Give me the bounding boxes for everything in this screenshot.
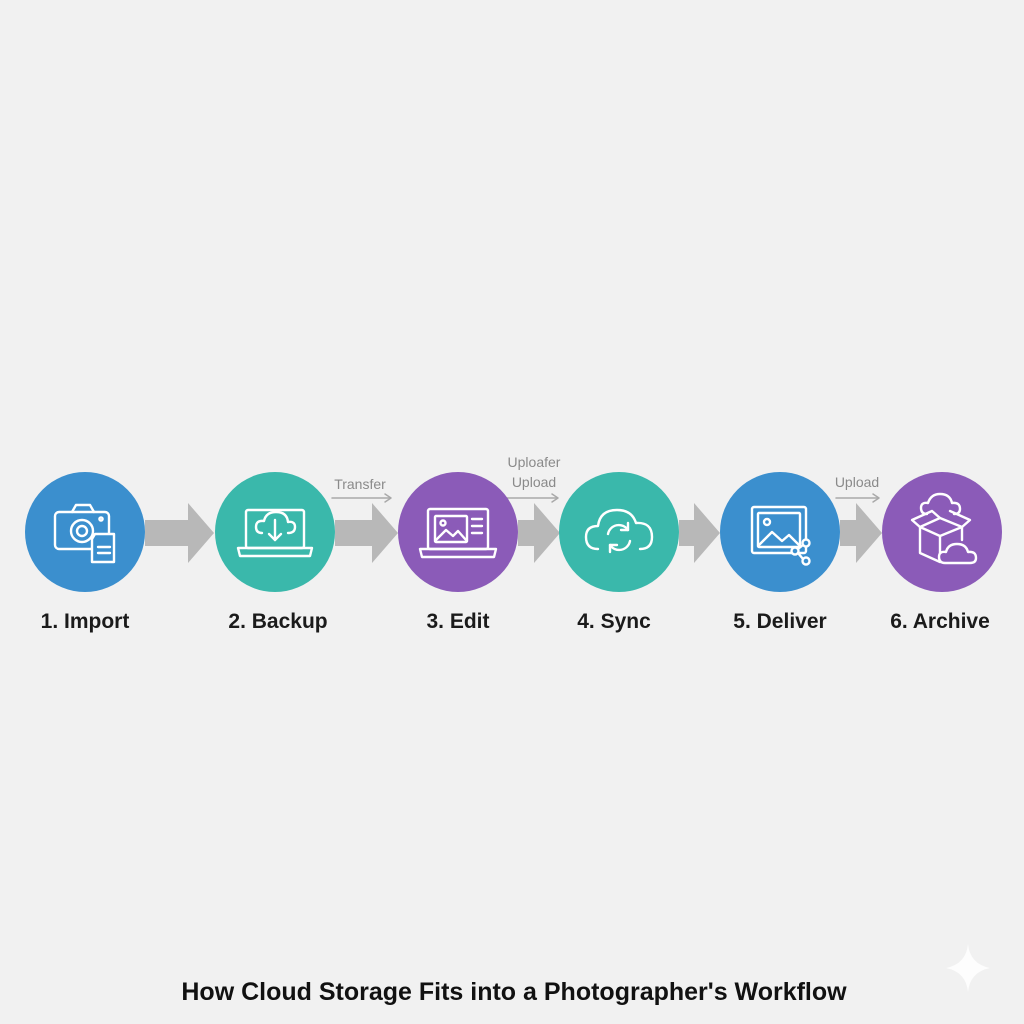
sparkle-icon (946, 944, 990, 992)
connector-arrow (335, 503, 398, 563)
connector-label-upload-2: Upload (835, 474, 879, 490)
image-share-icon (750, 505, 811, 566)
step-label-archive: 6. Archive (890, 610, 990, 633)
small-arrow-upload (504, 493, 559, 503)
connector-small-arrows (331, 493, 880, 503)
laptop-photo-edit-icon (418, 507, 498, 559)
connector-arrow (679, 503, 720, 563)
step-label-sync: 4. Sync (577, 610, 651, 633)
cloud-sync-icon (584, 508, 654, 554)
page-title: How Cloud Storage Fits into a Photograph… (181, 978, 847, 1006)
laptop-cloud-download-icon (236, 508, 314, 558)
connector-arrows (145, 503, 882, 563)
connector-labels: Transfer Uploafer Upload Upload (334, 454, 879, 492)
connector-label-uploafer: Uploafer (508, 454, 561, 470)
connector-label-transfer: Transfer (334, 476, 386, 492)
small-arrow-transfer (331, 493, 392, 503)
step-labels: 1. Import 2. Backup 3. Edit 4. Sync 5. D… (41, 610, 990, 633)
step-circle-deliver (720, 472, 840, 592)
step-circle-archive (882, 472, 1002, 592)
step-label-backup: 2. Backup (228, 610, 327, 633)
step-circle-import (25, 472, 145, 592)
connector-arrow (145, 503, 214, 563)
small-arrow-upload (835, 493, 880, 503)
step-label-import: 1. Import (41, 610, 130, 633)
step-label-edit: 3. Edit (426, 610, 489, 633)
connector-label-upload-1: Upload (512, 474, 556, 490)
step-circle-sync (559, 472, 679, 592)
camera-sd-card-icon (53, 503, 116, 564)
box-cloud-archive-icon (910, 492, 978, 565)
step-label-deliver: 5. Deliver (733, 610, 826, 633)
connector-arrow (518, 503, 560, 563)
connector-arrow (840, 503, 882, 563)
